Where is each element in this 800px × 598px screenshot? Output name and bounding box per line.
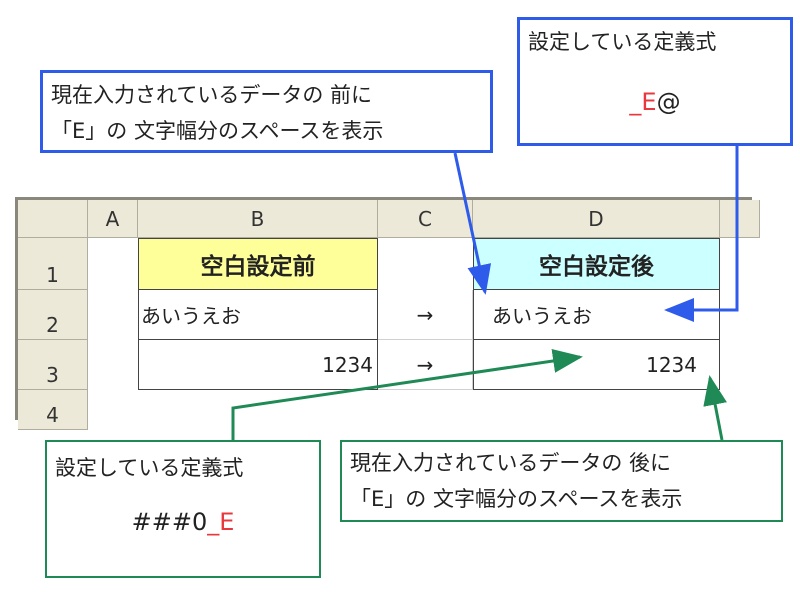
callout-text: 「E」の 文字幅分のスペースを表示	[51, 119, 384, 143]
callout-text: 現在入力されているデータの 後に	[350, 451, 672, 475]
row-header-3[interactable]: 3	[18, 340, 88, 390]
cell-d2[interactable]: あいうえお	[473, 290, 720, 340]
callout-title: 設定している定義式	[528, 30, 717, 54]
row-header-1[interactable]: 1	[18, 238, 88, 290]
format-black-part: @	[656, 88, 681, 116]
format-black-part: ###0	[131, 508, 208, 536]
spreadsheet: A B C D 1 2 3 4 空白設定前 空白設定後 あいうえお → あいうえ…	[15, 197, 760, 430]
select-all-corner[interactable]	[18, 200, 88, 238]
callout-before: 現在入力されているデータの 前に 「E」の 文字幅分のスペースを表示	[40, 70, 493, 153]
column-header-c[interactable]: C	[378, 200, 473, 238]
column-header-a[interactable]: A	[88, 200, 138, 238]
row-header-2[interactable]: 2	[18, 290, 88, 340]
format-code: ###0_E	[55, 504, 311, 540]
callout-title: 設定している定義式	[55, 456, 244, 480]
callout-after: 現在入力されているデータの 後に 「E」の 文字幅分のスペースを表示	[340, 440, 783, 522]
arrow-format-number	[231, 349, 583, 440]
cell-b1[interactable]: 空白設定前	[138, 238, 378, 290]
arrow-format-text	[664, 146, 739, 322]
column-header-b[interactable]: B	[138, 200, 378, 238]
cell-b2[interactable]: あいうえお	[138, 290, 378, 340]
cell-c3[interactable]: →	[378, 340, 473, 390]
arrow-after	[703, 375, 727, 441]
callout-text: 「E」の 文字幅分のスペースを表示	[350, 487, 683, 511]
callout-format-number: 設定している定義式 ###0_E	[45, 440, 321, 578]
arrow-before	[453, 152, 492, 295]
cell-d3[interactable]: 1234	[473, 340, 720, 390]
format-red-part: _E	[207, 508, 235, 536]
row-header-4[interactable]: 4	[18, 390, 88, 430]
callout-format-text: 設定している定義式 _E@	[517, 17, 793, 146]
format-code: _E@	[528, 84, 782, 120]
callout-text: 現在入力されているデータの 前に	[51, 83, 373, 107]
column-header-d[interactable]: D	[473, 200, 720, 238]
format-red-part: _E	[629, 88, 657, 116]
cell-b3[interactable]: 1234	[138, 340, 378, 390]
column-header-e[interactable]	[720, 200, 760, 238]
cell-c2[interactable]: →	[378, 290, 473, 340]
cell-d1[interactable]: 空白設定後	[473, 238, 720, 290]
